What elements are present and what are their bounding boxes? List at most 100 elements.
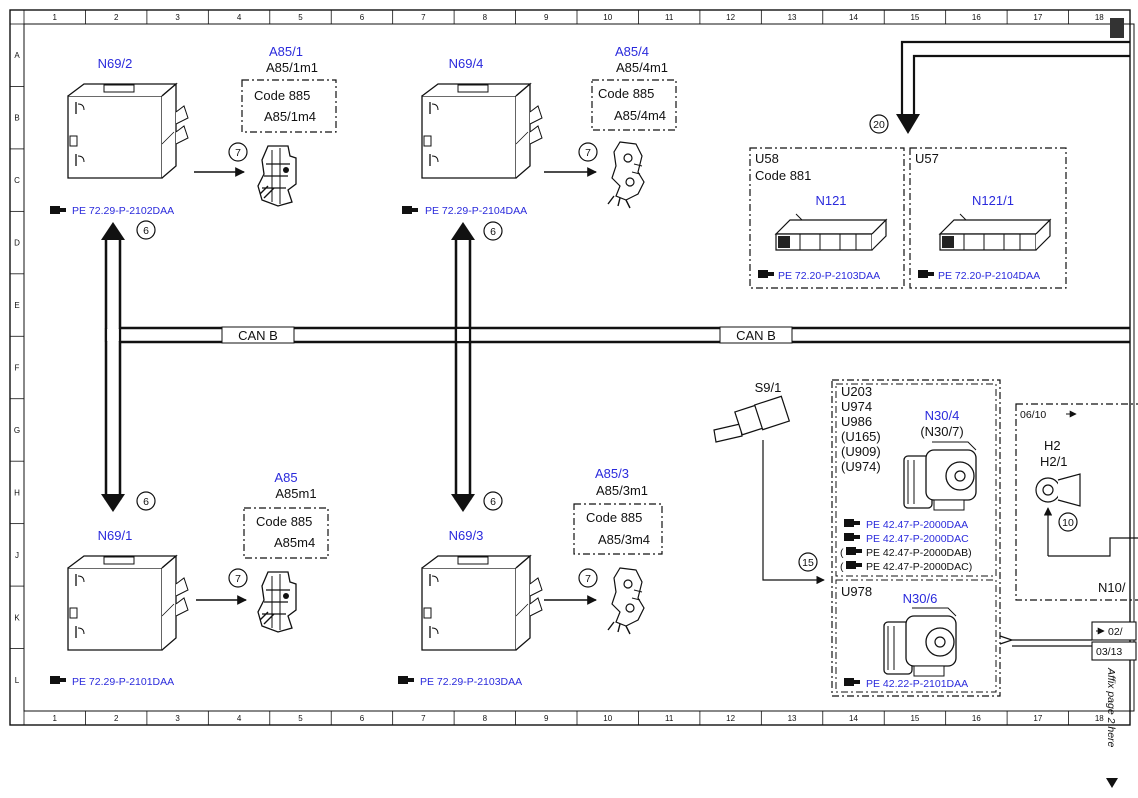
column-number-top: 18 — [1095, 13, 1104, 22]
module-n69-2 — [67, 83, 189, 179]
n30-variants: U203 U974 U986 (U165) (U909) (U974) — [841, 384, 881, 474]
lock-a85-3-sub: A85/3m4 — [598, 532, 650, 547]
circle-7-d: 7 — [585, 573, 591, 585]
lock-a85-code: Code 885 — [256, 514, 312, 529]
column-number-bottom: 10 — [603, 714, 612, 723]
column-number-bottom: 6 — [360, 714, 365, 723]
row-letter: L — [15, 676, 20, 685]
module-n69-1-ref: PE 72.29-P-2101DAA — [72, 676, 174, 688]
outer-frame — [9, 9, 1131, 726]
svg-text:PE 42.47-P-2000DAC): PE 42.47-P-2000DAC) — [866, 561, 972, 573]
can-b-label-1: CAN B — [238, 328, 278, 343]
column-number-top: 7 — [421, 13, 426, 22]
horn-icon — [1035, 473, 1081, 507]
column-number-bottom: 18 — [1095, 714, 1104, 723]
lock-a85-label: A85 — [274, 470, 297, 485]
can-bus-label-left: CAN B — [221, 326, 295, 344]
lock-a85-sub: A85m4 — [274, 535, 315, 550]
lock-a85-4-motor: A85/4m1 — [616, 60, 668, 75]
module-n69-1-label: N69/1 — [98, 528, 133, 543]
antenna-n121-1-label: N121/1 — [972, 193, 1014, 208]
column-number-top: 14 — [849, 13, 858, 22]
column-number-top: 13 — [788, 13, 797, 22]
row-letter: E — [14, 301, 19, 310]
n30-7-label: (N30/7) — [920, 424, 963, 439]
n30-ref-2-close: ) — [968, 547, 972, 559]
antenna-n121-label: N121 — [815, 193, 846, 208]
column-number-bottom: 11 — [665, 714, 674, 723]
lock-a85-3-label: A85/3 — [595, 466, 629, 481]
row-letter: K — [14, 613, 20, 622]
column-number-top: 10 — [603, 13, 612, 22]
vertical-arrows — [101, 222, 475, 512]
module-n69-4-label: N69/4 — [449, 56, 484, 71]
circle-20: 20 — [873, 119, 885, 131]
column-number-bottom: 3 — [175, 714, 180, 723]
row-letter: J — [15, 551, 19, 560]
circle-15: 15 — [802, 557, 814, 569]
lock-a85-3-motor: A85/3m1 — [596, 483, 648, 498]
u58-variant: U58 — [755, 151, 779, 166]
pump-n30-6 — [883, 607, 957, 677]
lock-actuator-a85-4 — [607, 141, 645, 209]
n30-ref-3: PE 42.47-P-2000DAC — [866, 561, 969, 573]
module-n69-3-ref: PE 72.29-P-2103DAA — [420, 676, 522, 688]
module-n69-1 — [67, 555, 189, 651]
column-number-top: 6 — [360, 13, 365, 22]
n30-ref-1: PE 42.47-P-2000DAC — [866, 533, 969, 545]
vertical-shafts — [104, 238, 472, 496]
module-n69-4 — [421, 83, 543, 179]
u57-box — [909, 147, 1067, 289]
sensor-s9-1-label: S9/1 — [755, 380, 782, 395]
ref-icon — [398, 676, 414, 684]
n30-ref-2-open: ( — [840, 547, 844, 559]
lock-a85-4-code: Code 885 — [598, 86, 654, 101]
sensor-line — [762, 440, 825, 585]
n30-ref-3-open: ( — [840, 561, 844, 573]
u58-code: Code 881 — [755, 168, 811, 183]
variant-0: U203 — [841, 384, 872, 399]
h2-box — [1015, 403, 1138, 601]
column-number-bottom: 14 — [849, 714, 858, 723]
ref-icon — [918, 270, 934, 278]
column-number-bottom: 7 — [421, 714, 426, 723]
circle-7-a: 7 — [235, 147, 241, 159]
column-number-top: 4 — [237, 13, 242, 22]
antenna-n121-ref: PE 72.20-P-2103DAA — [778, 270, 880, 282]
variant-4: (U909) — [841, 444, 881, 459]
circle-6-b: 6 — [490, 226, 496, 238]
ref-icon — [758, 270, 774, 278]
variant-2: U986 — [841, 414, 872, 429]
column-number-top: 2 — [114, 13, 119, 22]
module-n69-2-label: N69/2 — [98, 56, 133, 71]
row-letter: A — [14, 51, 20, 60]
n30-ref-0: PE 42.47-P-2000DAA — [866, 519, 968, 531]
column-number-top: 17 — [1033, 13, 1042, 22]
lock-a85-1-sub: A85/1m4 — [264, 109, 316, 124]
column-number-bottom: 15 — [910, 714, 919, 723]
row-letter: H — [14, 488, 20, 497]
antenna-n121-1-ref: PE 72.20-P-2104DAA — [938, 270, 1040, 282]
variant-1: U974 — [841, 399, 872, 414]
lock-a85-4-label: A85/4 — [615, 44, 649, 59]
module-n69-3 — [421, 555, 543, 651]
lock-a85-4-sub: A85/4m4 — [614, 108, 666, 123]
column-number-top: 12 — [726, 13, 735, 22]
ref-icon — [844, 678, 860, 686]
row-letter: D — [14, 239, 20, 248]
module-n69-4-ref: PE 72.29-P-2104DAA — [425, 205, 527, 217]
column-number-bottom: 13 — [788, 714, 797, 723]
ref-icon — [50, 676, 66, 684]
can-bus-label-right: CAN B — [719, 326, 793, 344]
can-b-label-2: CAN B — [736, 328, 776, 343]
row-letter: B — [14, 114, 19, 123]
n30-ref-2: PE 42.47-P-2000DAB — [866, 547, 968, 559]
connector-icon — [1110, 18, 1124, 38]
column-number-bottom: 2 — [114, 714, 119, 723]
feed-arrowhead — [896, 114, 920, 134]
lock-actuator-a85-3 — [607, 567, 645, 635]
lock-a85-motor: A85m1 — [275, 486, 316, 501]
sensor-s9-1-icon — [713, 395, 791, 443]
lock-actuator-a85-1 — [257, 145, 297, 207]
